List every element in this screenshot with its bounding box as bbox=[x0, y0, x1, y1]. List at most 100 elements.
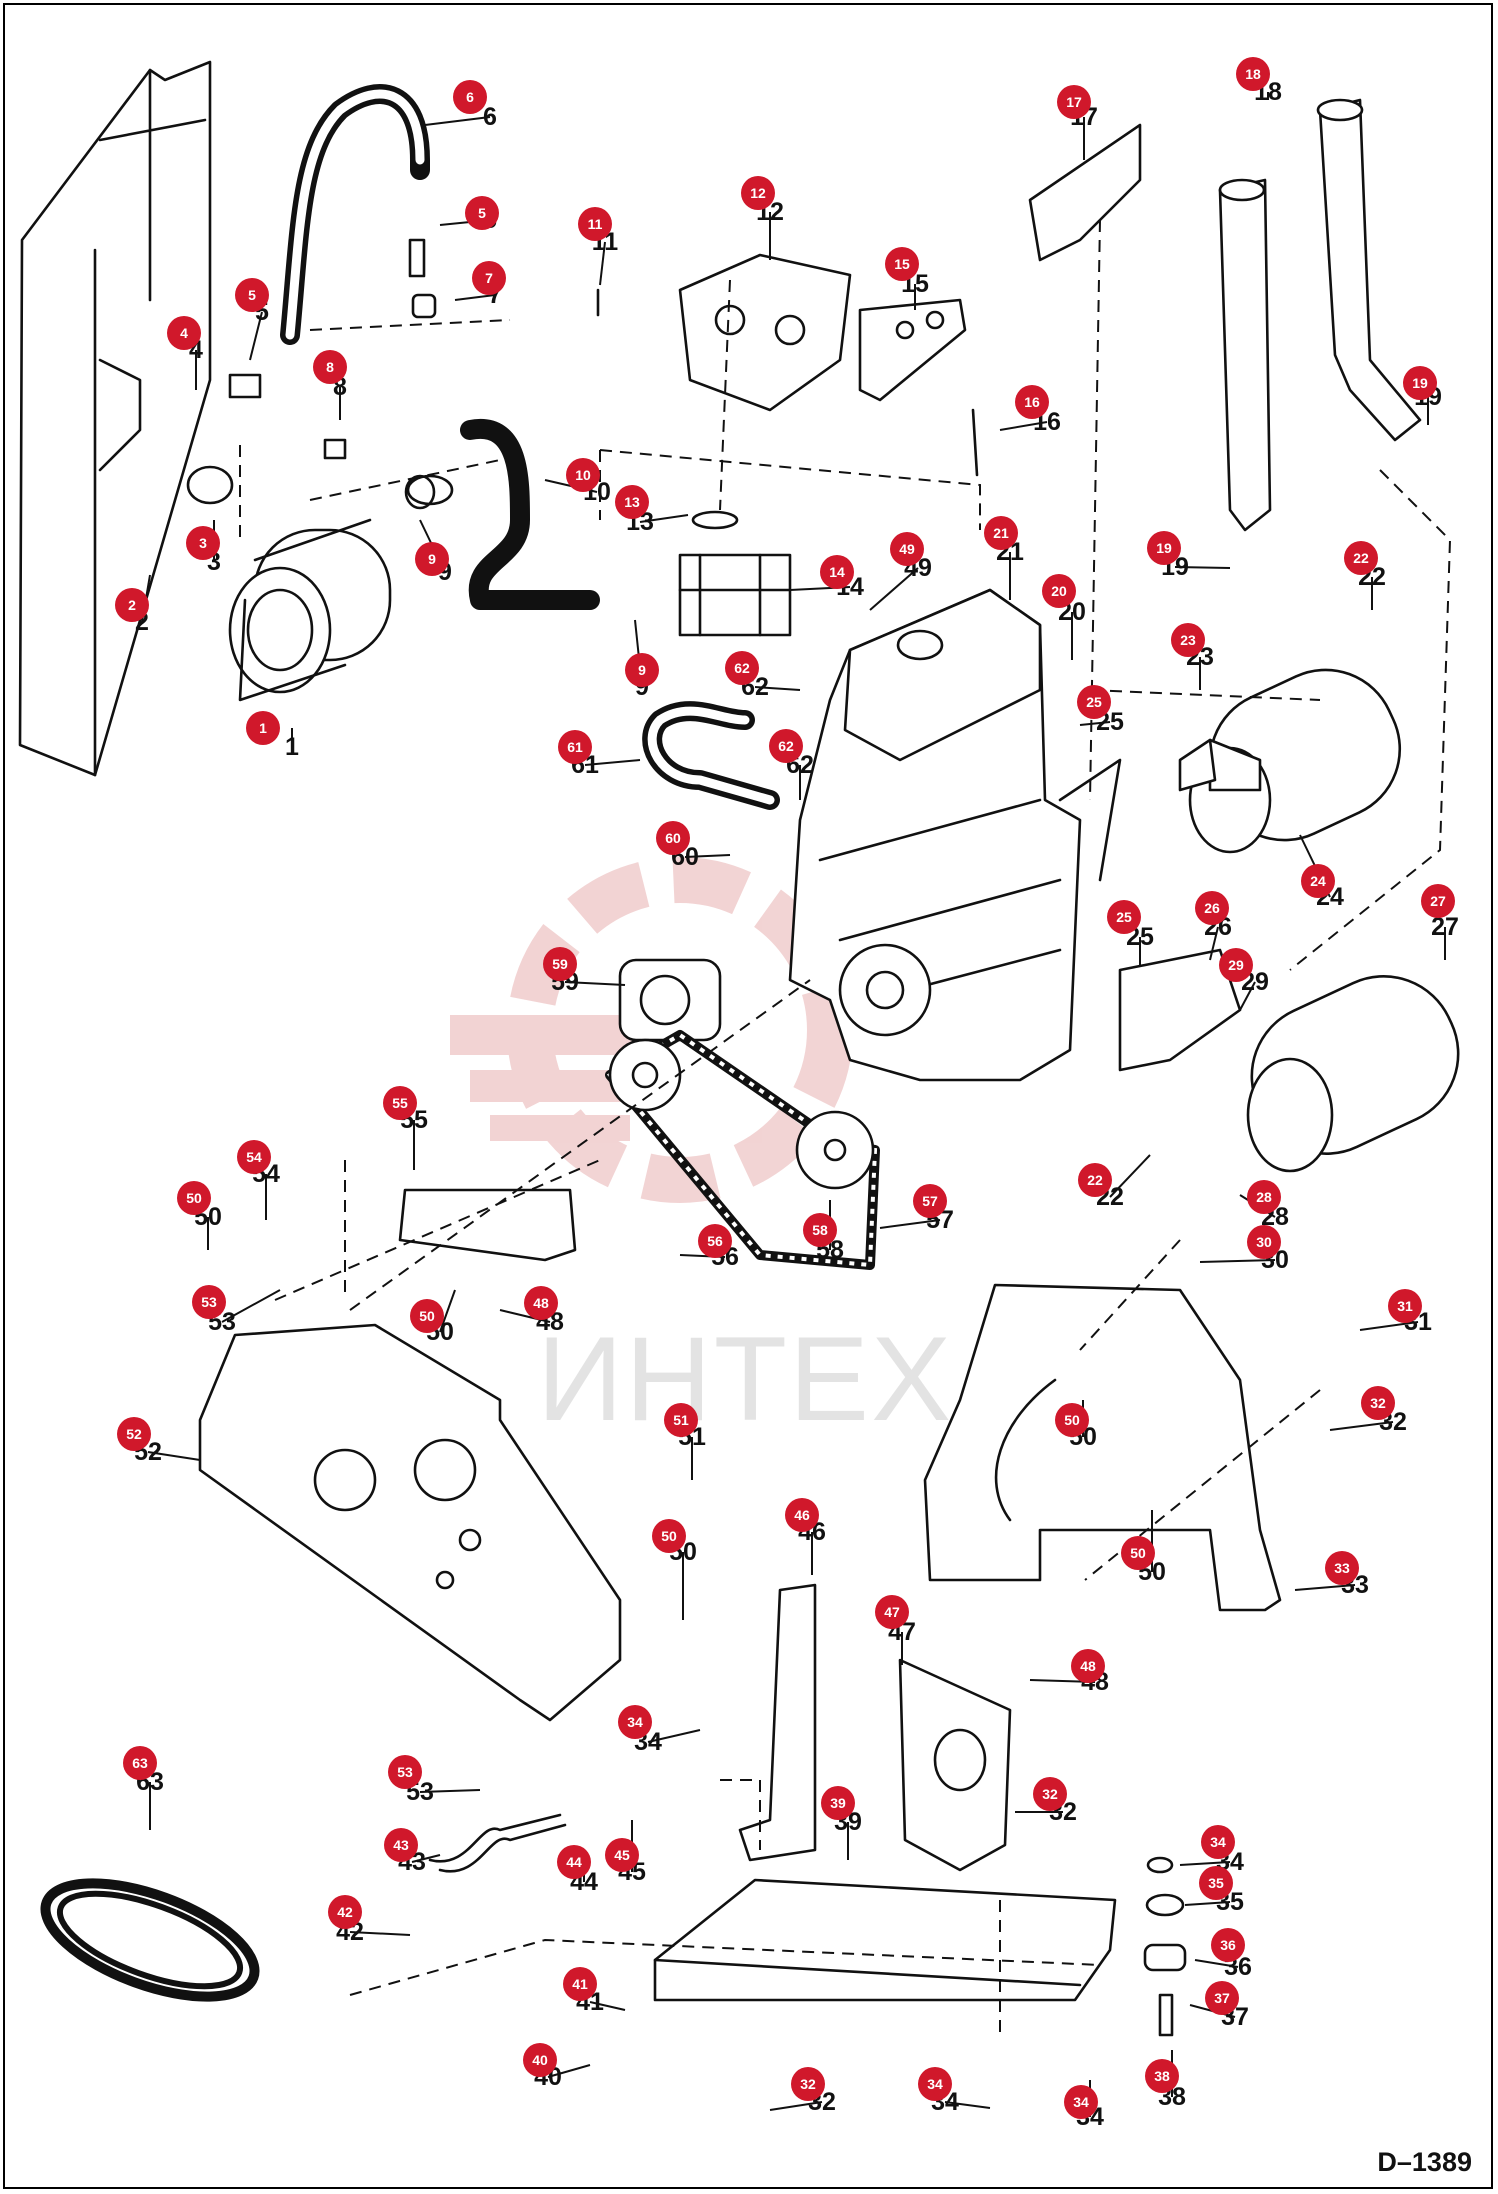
leader-line bbox=[1239, 981, 1256, 1011]
red-marker-bubble[interactable] bbox=[1078, 1163, 1112, 1197]
marker-number: 40 bbox=[532, 2052, 548, 2068]
red-marker-bubble[interactable] bbox=[1015, 385, 1049, 419]
red-marker-bubble[interactable] bbox=[741, 176, 775, 210]
red-marker-bubble[interactable] bbox=[453, 80, 487, 114]
red-marker-bubble[interactable] bbox=[1195, 891, 1229, 925]
red-marker-bubble[interactable] bbox=[1147, 531, 1181, 565]
red-marker-bubble[interactable] bbox=[415, 542, 449, 576]
red-marker-bubble[interactable] bbox=[1171, 623, 1205, 657]
red-marker-bubble[interactable] bbox=[1033, 1777, 1067, 1811]
red-marker-bubble[interactable] bbox=[1205, 1981, 1239, 2015]
leader-line bbox=[547, 2064, 591, 2078]
red-marker-bubble[interactable] bbox=[524, 1286, 558, 1320]
red-marker-bubble[interactable] bbox=[384, 1828, 418, 1862]
red-marker-bubble[interactable] bbox=[115, 588, 149, 622]
red-marker-bubble[interactable] bbox=[1236, 57, 1270, 91]
red-marker-bubble[interactable] bbox=[1057, 85, 1091, 119]
red-marker-bubble[interactable] bbox=[652, 1519, 686, 1553]
red-marker-bubble[interactable] bbox=[1247, 1225, 1281, 1259]
red-marker-bubble[interactable] bbox=[1055, 1403, 1089, 1437]
red-marker-bubble[interactable] bbox=[167, 316, 201, 350]
red-marker-bubble[interactable] bbox=[821, 1786, 855, 1820]
red-marker-bubble[interactable] bbox=[566, 458, 600, 492]
red-marker-bubble[interactable] bbox=[543, 947, 577, 981]
red-marker-bubble[interactable] bbox=[1077, 685, 1111, 719]
red-marker-bubble[interactable] bbox=[625, 653, 659, 687]
red-marker-bubble[interactable] bbox=[820, 555, 854, 589]
red-marker-bubble[interactable] bbox=[885, 247, 919, 281]
red-marker-bubble[interactable] bbox=[523, 2043, 557, 2077]
red-marker-bubble[interactable] bbox=[1219, 948, 1253, 982]
red-marker-bubble[interactable] bbox=[192, 1285, 226, 1319]
red-marker-bubble[interactable] bbox=[410, 1299, 444, 1333]
red-marker-bubble[interactable] bbox=[246, 711, 280, 745]
red-marker-bubble[interactable] bbox=[1361, 1386, 1395, 1420]
red-marker-bubble[interactable] bbox=[328, 1895, 362, 1929]
red-marker-bubble[interactable] bbox=[1107, 900, 1141, 934]
carburetor-14 bbox=[678, 510, 792, 637]
red-marker-bubble[interactable] bbox=[1325, 1551, 1359, 1585]
red-marker-bubble[interactable] bbox=[1388, 1289, 1422, 1323]
red-marker-bubble[interactable] bbox=[1247, 1180, 1281, 1214]
red-marker-bubble[interactable] bbox=[618, 1705, 652, 1739]
red-marker-bubble[interactable] bbox=[177, 1181, 211, 1215]
red-marker-bubble[interactable] bbox=[1064, 2085, 1098, 2119]
red-marker-bubble[interactable] bbox=[1071, 1649, 1105, 1683]
red-marker-bubble[interactable] bbox=[558, 730, 592, 764]
marker-number: 19 bbox=[1156, 540, 1172, 556]
red-marker-bubble[interactable] bbox=[803, 1213, 837, 1247]
red-marker-bubble[interactable] bbox=[1301, 864, 1335, 898]
red-marker-bubble[interactable] bbox=[791, 2067, 825, 2101]
marker-number: 22 bbox=[1353, 550, 1369, 566]
leader-line bbox=[1184, 1901, 1231, 1906]
marker-number: 28 bbox=[1256, 1189, 1272, 1205]
red-marker-bubble[interactable] bbox=[1042, 574, 1076, 608]
red-marker-bubble[interactable] bbox=[890, 532, 924, 566]
red-marker-bubble[interactable] bbox=[1403, 366, 1437, 400]
red-marker-bubble[interactable] bbox=[1211, 1928, 1245, 1962]
red-marker-bubble[interactable] bbox=[388, 1755, 422, 1789]
red-marker-bubble[interactable] bbox=[913, 1184, 947, 1218]
red-marker-bubble[interactable] bbox=[785, 1498, 819, 1532]
red-marker-bubble[interactable] bbox=[123, 1746, 157, 1780]
red-marker-bubble[interactable] bbox=[578, 207, 612, 241]
callout-5b: 55 bbox=[439, 196, 499, 234]
red-marker-bubble[interactable] bbox=[698, 1224, 732, 1258]
red-marker-bubble[interactable] bbox=[237, 1140, 271, 1174]
red-marker-bubble[interactable] bbox=[235, 278, 269, 312]
red-marker-bubble[interactable] bbox=[656, 821, 690, 855]
red-marker-bubble[interactable] bbox=[117, 1417, 151, 1451]
red-marker-bubble[interactable] bbox=[918, 2067, 952, 2101]
red-marker-bubble[interactable] bbox=[383, 1086, 417, 1120]
red-marker-bubble[interactable] bbox=[984, 516, 1018, 550]
red-marker-bubble[interactable] bbox=[769, 729, 803, 763]
red-marker-bubble[interactable] bbox=[557, 1845, 591, 1879]
marker-number: 53 bbox=[201, 1294, 217, 1310]
red-marker-bubble[interactable] bbox=[605, 1838, 639, 1872]
red-marker-bubble[interactable] bbox=[465, 196, 499, 230]
red-marker-bubble[interactable] bbox=[1121, 1536, 1155, 1570]
red-marker-bubble[interactable] bbox=[563, 1967, 597, 2001]
red-marker-bubble[interactable] bbox=[472, 261, 506, 295]
red-marker-bubble[interactable] bbox=[664, 1403, 698, 1437]
red-marker-bubble[interactable] bbox=[725, 651, 759, 685]
red-marker-bubble[interactable] bbox=[1344, 541, 1378, 575]
red-marker-bubble[interactable] bbox=[615, 485, 649, 519]
red-marker-bubble[interactable] bbox=[1421, 884, 1455, 918]
red-marker-bubble[interactable] bbox=[313, 350, 347, 384]
red-marker-bubble[interactable] bbox=[1201, 1825, 1235, 1859]
mount-bracket-46 bbox=[738, 1583, 817, 1862]
red-marker-bubble[interactable] bbox=[1199, 1866, 1233, 1900]
red-marker-bubble[interactable] bbox=[1145, 2059, 1179, 2093]
red-marker-bubble[interactable] bbox=[875, 1595, 909, 1629]
leader-line bbox=[639, 514, 689, 523]
red-marker-bubble[interactable] bbox=[186, 526, 220, 560]
